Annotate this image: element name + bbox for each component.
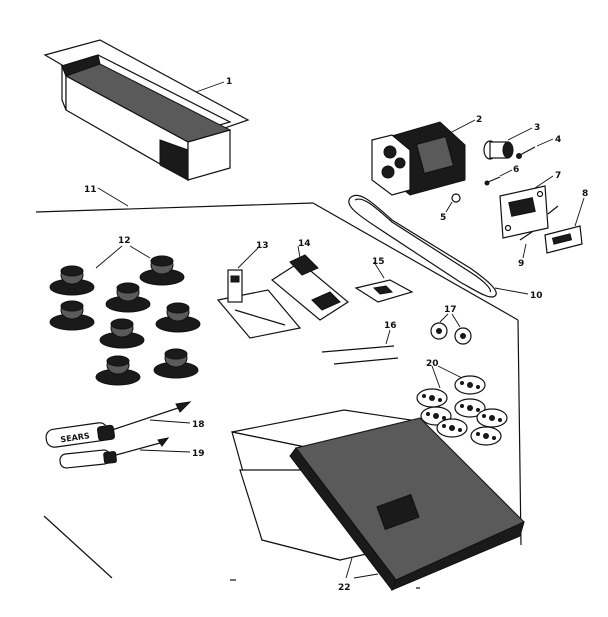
bobbin xyxy=(454,375,486,395)
callout-10: 10 xyxy=(530,291,543,301)
scan-marks xyxy=(230,579,420,589)
part-11-board xyxy=(35,187,522,579)
part-6-screw xyxy=(484,169,513,186)
bobbin xyxy=(454,398,486,418)
callout-19: 19 xyxy=(192,449,205,459)
spool-pin xyxy=(105,282,151,313)
callout-5: 5 xyxy=(440,213,446,223)
callout-4: 4 xyxy=(555,135,561,145)
part-15-plate xyxy=(354,261,414,303)
callout-18: 18 xyxy=(192,420,205,430)
callout-11: 11 xyxy=(84,185,97,195)
part-5-washer xyxy=(445,193,461,213)
callout-12: 12 xyxy=(118,236,131,246)
part-19-screwdriver xyxy=(59,437,191,469)
part-13-presser-foot xyxy=(216,247,302,339)
part-2-motor xyxy=(371,119,476,196)
callout-15: 15 xyxy=(372,257,385,267)
part-22-case xyxy=(231,409,525,592)
spool-pin xyxy=(49,300,95,331)
callout-2: 2 xyxy=(476,115,482,125)
part-18-screwdriver: SEARS xyxy=(45,401,192,448)
part-3-pulley xyxy=(483,127,533,160)
part-17-washers xyxy=(430,313,472,345)
spool-pin xyxy=(99,318,145,349)
part-20-bobbins xyxy=(416,365,508,446)
callout-16: 16 xyxy=(384,321,397,331)
part-7-bracket xyxy=(499,175,554,239)
spool-pin xyxy=(155,302,201,333)
callout-9: 9 xyxy=(518,259,524,269)
part-12-spool-pins xyxy=(49,245,201,386)
part-8-plate xyxy=(544,197,585,254)
part-9-screws xyxy=(519,205,559,259)
part-10-belt xyxy=(348,194,529,298)
part-16-needles xyxy=(321,329,399,365)
part-14-zipper-foot xyxy=(270,245,350,321)
callout-14: 14 xyxy=(298,239,311,249)
callout-1: 1 xyxy=(226,77,232,87)
callout-3: 3 xyxy=(534,123,540,133)
callout-13: 13 xyxy=(256,241,269,251)
spool-pin xyxy=(49,265,95,296)
bobbin xyxy=(476,408,508,428)
part-4-screw xyxy=(516,138,554,159)
spool-pin xyxy=(139,255,185,286)
bobbin xyxy=(470,426,502,446)
screwdriver-brand: SEARS xyxy=(60,431,91,444)
bobbin xyxy=(416,388,448,408)
callout-6: 6 xyxy=(513,165,519,175)
callout-8: 8 xyxy=(582,189,588,199)
part-1-tray xyxy=(43,39,250,182)
callout-20: 20 xyxy=(426,359,439,369)
callout-22: 22 xyxy=(338,583,351,593)
callout-17: 17 xyxy=(444,305,457,315)
bobbin xyxy=(436,418,468,438)
callout-7: 7 xyxy=(555,171,561,181)
spool-pin xyxy=(95,355,141,386)
spool-pin xyxy=(153,348,199,379)
